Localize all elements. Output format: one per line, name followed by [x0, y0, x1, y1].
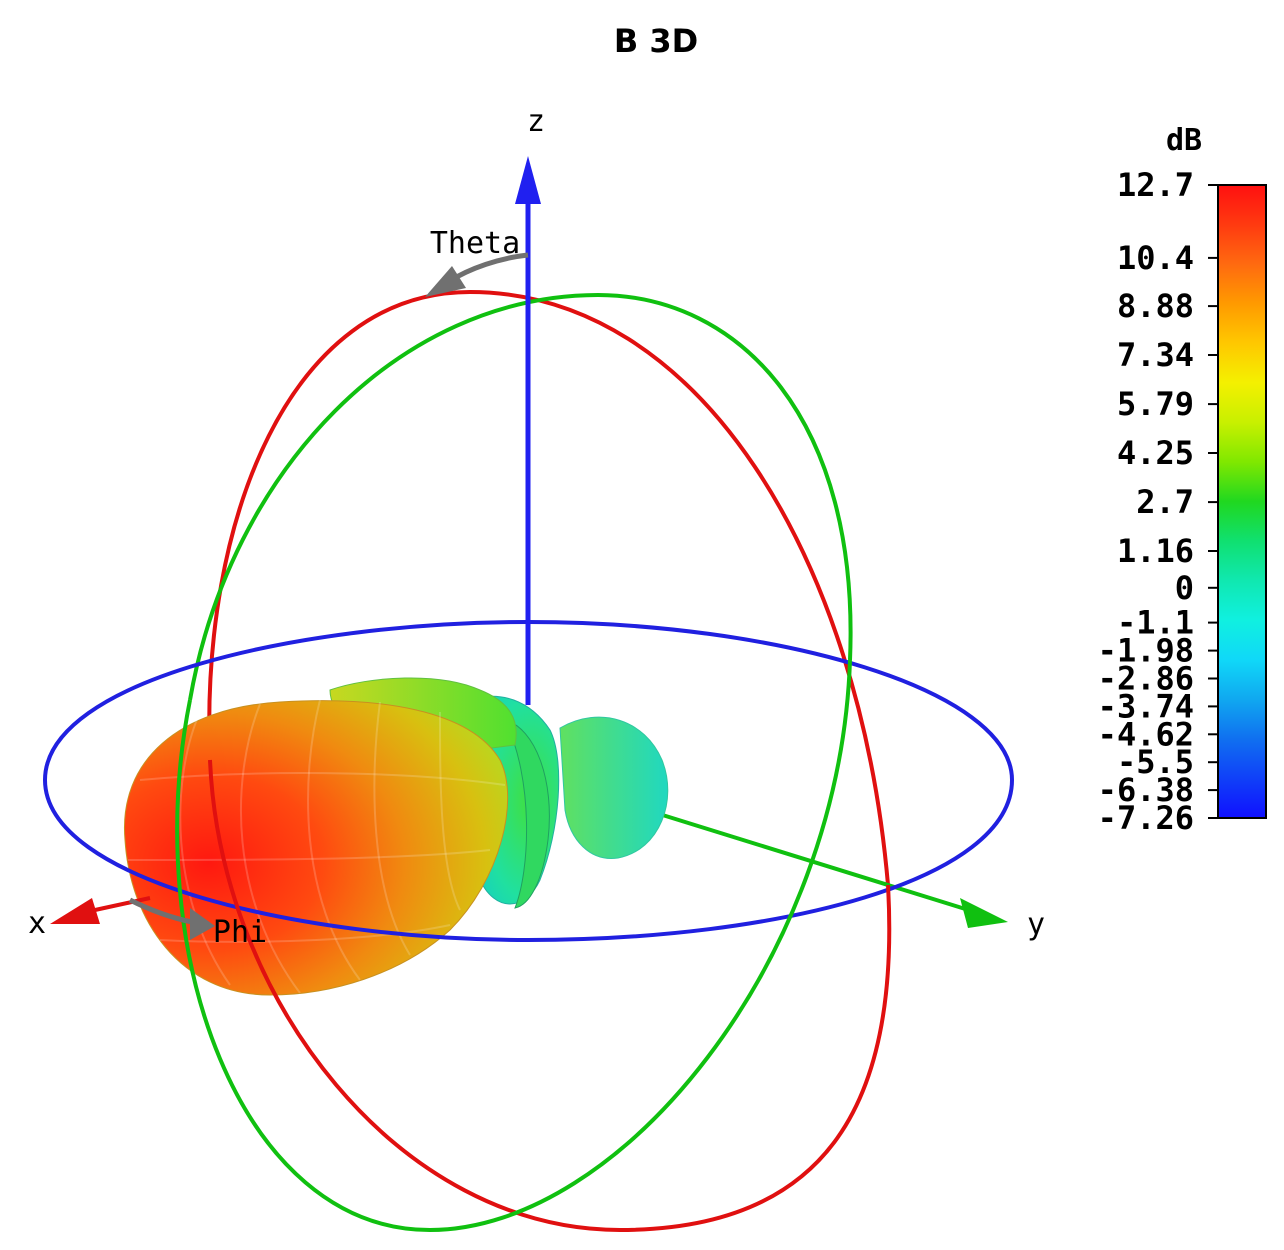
main-beam-lobe — [123, 700, 509, 996]
theta-label: Theta — [430, 226, 520, 261]
colorbar-tick-label: -5.5 — [1117, 743, 1194, 781]
z-axis-arrowhead — [515, 156, 541, 204]
x-axis-label: x — [28, 906, 46, 941]
y-axis-arrowhead — [960, 898, 1008, 928]
theta-indicator: Theta — [425, 226, 529, 297]
x-axis-arrowhead — [50, 898, 100, 924]
reference-circles-front — [43, 659, 1014, 1233]
colorbar-gradient — [1217, 184, 1267, 819]
theta-arrowhead — [425, 266, 466, 297]
colorbar-tick-label: 0 — [1175, 569, 1194, 607]
colorbar-tick-label: -1.1 — [1117, 604, 1194, 642]
xy-plane-circle-front — [43, 779, 1014, 943]
z-axis-label: z — [527, 104, 545, 139]
colorbar: dB 12.710.48.887.345.794.252.71.160-1.1-… — [1098, 123, 1267, 837]
xz-plane-circle-front — [208, 759, 892, 1233]
chart-title: B 3D — [614, 22, 698, 60]
phi-label: Phi — [213, 915, 267, 950]
y-axis-label: y — [1027, 907, 1045, 942]
colorbar-tick-label: -7.26 — [1098, 799, 1194, 837]
z-axis: z — [515, 104, 545, 705]
side-lobe-ring — [504, 719, 550, 909]
colorbar-tick-label: -4.62 — [1098, 715, 1194, 753]
phi-indicator: Phi — [128, 897, 267, 950]
xz-plane-circle-back — [207, 289, 890, 886]
colorbar-tick-label: 7.34 — [1117, 336, 1194, 374]
colorbar-tick-label: 2.7 — [1136, 483, 1194, 521]
colorbar-tick-label: -2.86 — [1098, 660, 1194, 698]
colorbar-ticks: 12.7 10.4 8.88 7.34 5.79 4.25 2.7 1.160-1.1-1.9… — [1098, 166, 1218, 837]
colorbar-tick-label: 5.79 — [1117, 385, 1194, 423]
yz-plane-circle-back — [188, 292, 853, 701]
colorbar-tick-label: -6.38 — [1098, 771, 1194, 809]
radiation-lobes — [123, 677, 669, 996]
y-axis: y — [639, 806, 1045, 942]
phi-arrowhead — [190, 908, 215, 940]
yz-plane-circle-front — [175, 659, 852, 1233]
x-axis: x — [28, 896, 151, 941]
colorbar-tick-label: -3.74 — [1098, 687, 1194, 725]
back-lobe — [559, 716, 669, 859]
colorbar-tick-label: 12.7 — [1117, 166, 1194, 204]
colorbar-tick-label: -1.98 — [1098, 632, 1194, 670]
colorbar-tick-label: 4.25 — [1117, 434, 1194, 472]
colorbar-unit: dB — [1166, 123, 1202, 158]
colorbar-tick-label: 1.16 — [1117, 532, 1194, 570]
colorbar-tick-label: 10.4 — [1117, 239, 1194, 277]
colorbar-tick-label: 8.88 — [1117, 287, 1194, 325]
